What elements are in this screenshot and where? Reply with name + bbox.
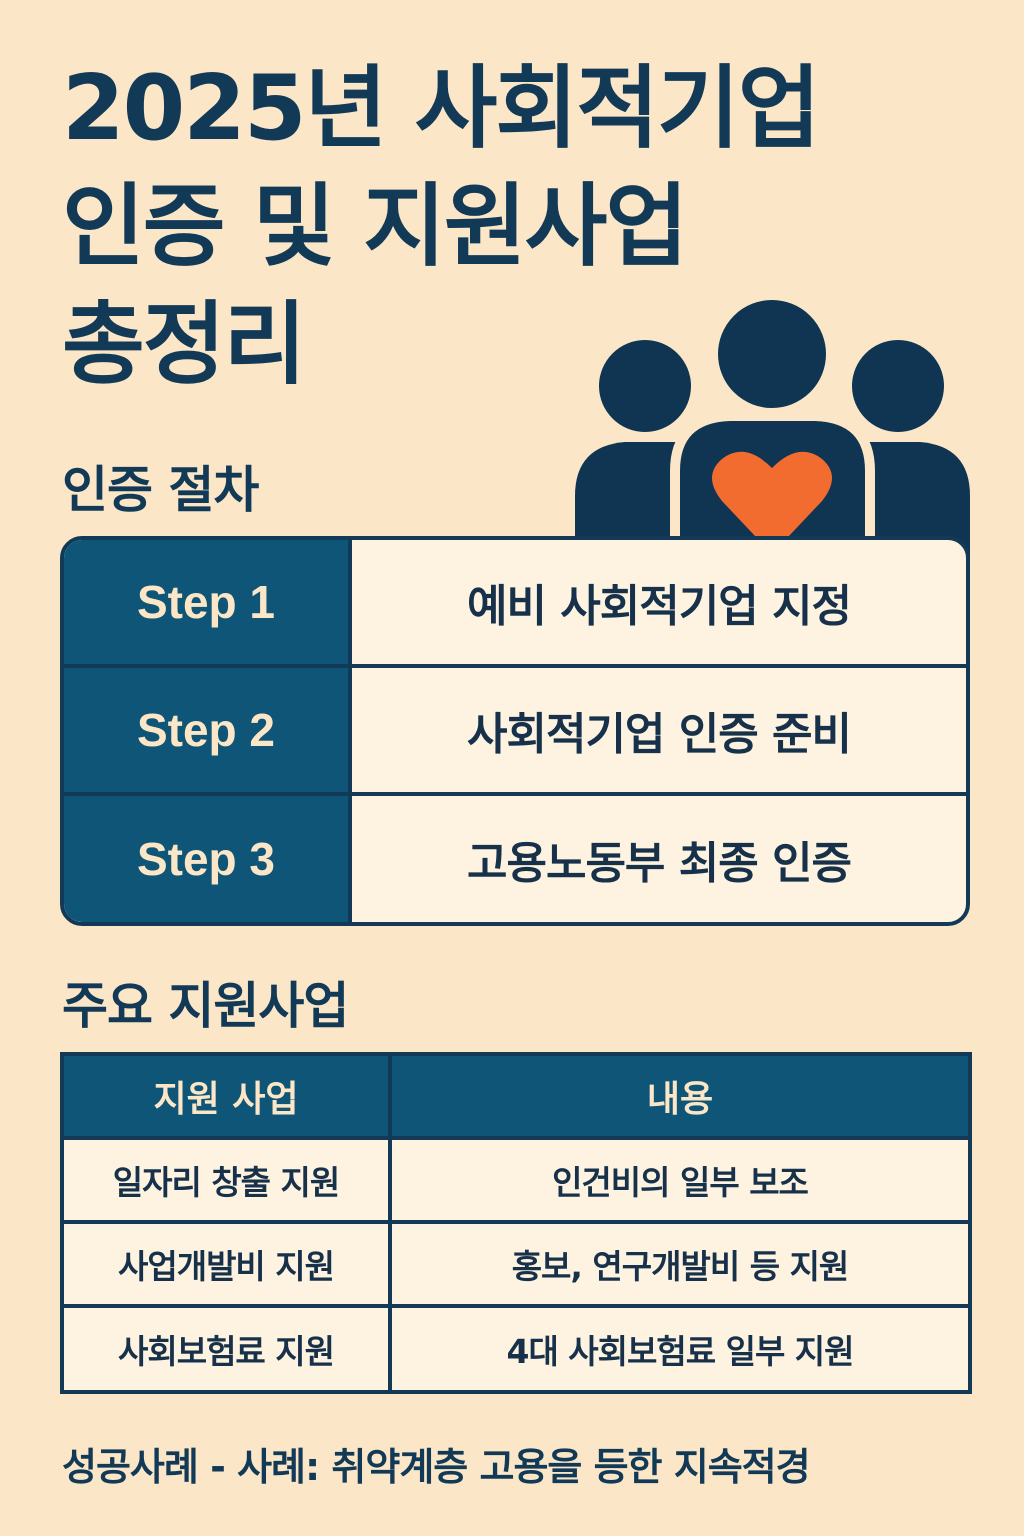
table-row: 사회보험료 지원 4대 사회보험료 일부 지원	[64, 1308, 968, 1390]
title-line-3: 총정리	[62, 292, 306, 397]
column-header-program: 지원 사업	[64, 1056, 392, 1136]
program-cell: 사업개발비 지원	[64, 1224, 392, 1304]
step-row: Step 3 고용노동부 최종 인증	[64, 796, 966, 922]
column-header-content: 내용	[646, 1079, 714, 1120]
support-heading: 주요 지원사업	[62, 977, 349, 1035]
step-text: 예비 사회적기업 지정	[467, 581, 852, 632]
success-case-footer: 성공사례 - 사례: 취약계층 고용을 등한 지속적경	[62, 1445, 811, 1489]
step-text: 고용노동부 최종 인증	[467, 838, 852, 889]
step-row: Step 2 사회적기업 인증 준비	[64, 668, 966, 796]
program-cell: 사회보험료 지원	[64, 1308, 392, 1390]
step-row: Step 1 예비 사회적기업 지정	[64, 540, 966, 668]
content-cell: 4대 사회보험료 일부 지원	[506, 1332, 854, 1371]
table-row: 사업개발비 지원 홍보, 연구개발비 등 지원	[64, 1224, 968, 1308]
content-cell: 홍보, 연구개발비 등 지원	[511, 1247, 850, 1286]
people-with-heart-icon	[575, 296, 970, 566]
page-title: 2025년 사회적기업 인증 및 지원사업 총정리	[62, 50, 902, 404]
certification-steps-table: Step 1 예비 사회적기업 지정 Step 2 사회적기업 인증 준비 St…	[60, 536, 970, 926]
step-label: Step 3	[64, 796, 352, 922]
step-label: Step 1	[64, 540, 352, 664]
table-row: 일자리 창출 지원 인건비의 일부 보조	[64, 1140, 968, 1224]
content-cell: 인건비의 일부 보조	[552, 1163, 809, 1202]
step-text: 사회적기업 인증 준비	[467, 709, 852, 760]
certification-heading: 인증 절차	[62, 461, 259, 519]
table-header: 지원 사업 내용	[64, 1056, 968, 1140]
title-line-1: 2025년 사회적기업	[62, 56, 821, 161]
support-programs-table: 지원 사업 내용 일자리 창출 지원 인건비의 일부 보조 사업개발비 지원 홍…	[60, 1052, 972, 1394]
program-cell: 일자리 창출 지원	[64, 1140, 392, 1220]
title-line-2: 인증 및 지원사업	[62, 174, 688, 279]
step-label: Step 2	[64, 668, 352, 792]
